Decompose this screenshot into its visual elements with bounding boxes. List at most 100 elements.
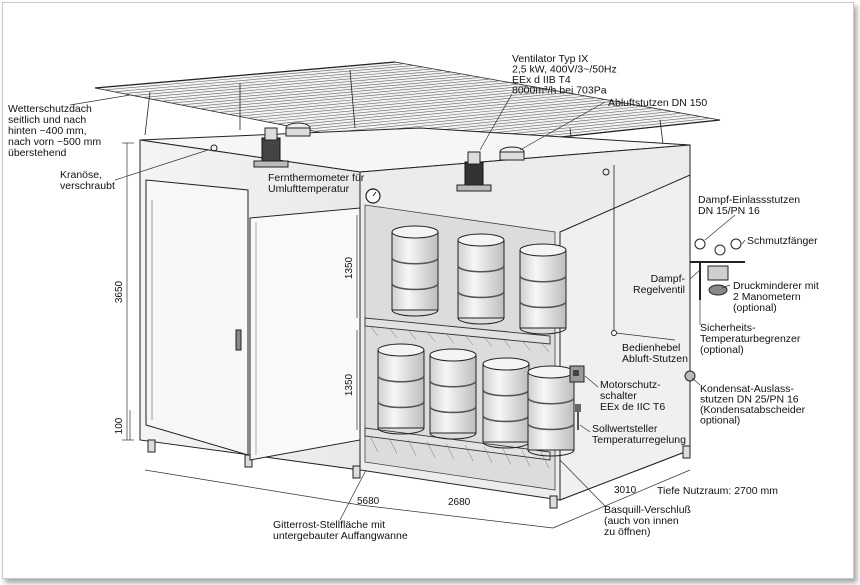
label-roof: Wetterschutzdach bbox=[8, 103, 92, 115]
roof-rib bbox=[181, 77, 482, 106]
label-dampf-einlass: DN 15/PN 16 bbox=[698, 205, 760, 217]
grate-line bbox=[464, 444, 474, 462]
label-sollwert: Sollwertsteller bbox=[592, 423, 658, 435]
roof-rib bbox=[161, 73, 462, 102]
label-basquill: Basquill-Verschluß bbox=[604, 504, 691, 516]
label-fan: 8000m³/h bei 703Pa bbox=[512, 85, 607, 97]
grate-line bbox=[540, 342, 550, 353]
label-druckminderer: Druckminderer mit bbox=[733, 280, 819, 292]
label-roof: hinten ~400 mm, bbox=[8, 125, 87, 137]
grate-line bbox=[502, 448, 512, 465]
barrels bbox=[377, 225, 575, 457]
roof-rib bbox=[286, 95, 587, 126]
label-dampf-einlass: Dampf-Einlassstutzen bbox=[698, 194, 800, 206]
label-kondensat: Kondensat-Auslass- bbox=[700, 383, 794, 395]
roof-rib bbox=[142, 70, 443, 98]
roof-rib bbox=[267, 92, 568, 123]
label-tiefe: Tiefe Nutzraum: 2700 mm bbox=[657, 485, 778, 497]
right-door bbox=[249, 207, 361, 461]
grate-line bbox=[369, 435, 379, 453]
dimension-depth: 3010 bbox=[614, 485, 637, 496]
grate-line bbox=[388, 327, 398, 338]
grate-line bbox=[540, 452, 550, 469]
roof-rib bbox=[324, 102, 625, 134]
grate-line bbox=[464, 334, 474, 346]
label-roof: überstehend bbox=[8, 147, 67, 159]
label-sicherheit: Sicherheits- bbox=[700, 322, 756, 334]
left-door bbox=[145, 179, 249, 456]
dimension-level-lower: 1350 bbox=[344, 373, 355, 396]
dimension-height-total: 3650 bbox=[114, 280, 125, 303]
label-motorschutz: Motorschutz- bbox=[600, 379, 661, 391]
label-sicherheit: (optional) bbox=[700, 344, 744, 356]
barrel bbox=[482, 357, 530, 449]
roof-rib bbox=[295, 97, 596, 128]
roof-rib bbox=[152, 71, 453, 100]
label-kondensat: optional) bbox=[700, 415, 740, 427]
label-roof: seitlich und nach bbox=[8, 114, 86, 126]
roof-rib bbox=[114, 65, 415, 93]
roof-rib bbox=[238, 87, 539, 117]
fan-units bbox=[210, 122, 610, 192]
label-schmutzfaenger: Schmutzfänger bbox=[747, 235, 818, 247]
label-fan: EEx d IIB T4 bbox=[512, 74, 571, 86]
label-motorschutz: schalter bbox=[600, 390, 637, 402]
roof-rib bbox=[171, 75, 472, 104]
label-kranoese: verschraubt bbox=[60, 180, 115, 192]
label-regelventil: Dampf- bbox=[651, 273, 686, 285]
roof-rib bbox=[305, 99, 606, 130]
label-motorschutz: EEx de IIC T6 bbox=[600, 401, 665, 413]
roof-rib bbox=[104, 63, 405, 91]
dimension-level-upper: 1350 bbox=[344, 256, 355, 279]
roof-rib bbox=[247, 88, 548, 119]
roof-rib bbox=[219, 83, 520, 113]
grate-line bbox=[521, 340, 531, 351]
label-thermometer: Fernthermometer für bbox=[268, 172, 365, 184]
grate-line bbox=[407, 329, 417, 340]
grate-line bbox=[521, 450, 531, 467]
label-druckminderer: 2 Manometern bbox=[733, 291, 801, 303]
grate-line bbox=[407, 439, 417, 456]
barrel bbox=[519, 243, 567, 335]
thermometer bbox=[365, 188, 381, 204]
roof-rib bbox=[314, 100, 615, 132]
label-kondensat: (Kondensatabscheider bbox=[700, 404, 806, 416]
label-roof: nach vorn ~500 mm bbox=[8, 136, 101, 148]
label-kondensat: stutzen DN 25/PN 16 bbox=[700, 394, 799, 406]
barrel bbox=[429, 348, 477, 440]
dimension-width-half: 2680 bbox=[448, 497, 471, 508]
label-fan: Ventilator Typ IX bbox=[512, 53, 588, 65]
label-bedienhebel: Bedienhebel bbox=[622, 342, 680, 354]
grate-line bbox=[502, 338, 512, 349]
label-gitterrost: Gitterrost-Stellfläche mit bbox=[273, 519, 385, 531]
roof-rib bbox=[190, 78, 491, 108]
roof-rib bbox=[123, 66, 424, 94]
grate-line bbox=[483, 336, 493, 347]
label-sicherheit: Temperaturbegrenzer bbox=[700, 333, 801, 345]
roof-rib bbox=[276, 94, 577, 125]
label-druckminderer: (optional) bbox=[733, 302, 777, 314]
roof-rib bbox=[257, 90, 558, 121]
label-basquill: (auch von innen bbox=[604, 515, 679, 527]
dimension-lines bbox=[69, 93, 746, 529]
label-bedienhebel: Abluft-Stutzen bbox=[622, 353, 688, 365]
grate-line bbox=[483, 446, 493, 463]
dimension-width-total: 5680 bbox=[357, 496, 380, 507]
grate-line bbox=[445, 443, 455, 460]
dimension-foot: 100 bbox=[114, 417, 125, 434]
barrel bbox=[457, 233, 505, 325]
roof-rib bbox=[228, 85, 529, 115]
label-regelventil: Regelventil bbox=[633, 284, 685, 296]
roof-rib bbox=[200, 80, 501, 110]
barrel bbox=[377, 343, 425, 435]
label-sollwert: Temperaturregelung bbox=[592, 434, 686, 446]
roof-rib bbox=[133, 68, 434, 96]
label-abluft: Abluftstutzen DN 150 bbox=[608, 97, 707, 109]
motor-switch bbox=[569, 365, 585, 430]
grate-line bbox=[445, 333, 455, 344]
label-basquill: zu öffnen) bbox=[604, 526, 651, 538]
roof-rib bbox=[209, 82, 510, 111]
grate-line bbox=[426, 331, 436, 342]
label-kranoese: Kranöse, bbox=[60, 169, 102, 181]
label-fan: 2,5 kW, 400V/3~/50Hz bbox=[512, 64, 617, 76]
